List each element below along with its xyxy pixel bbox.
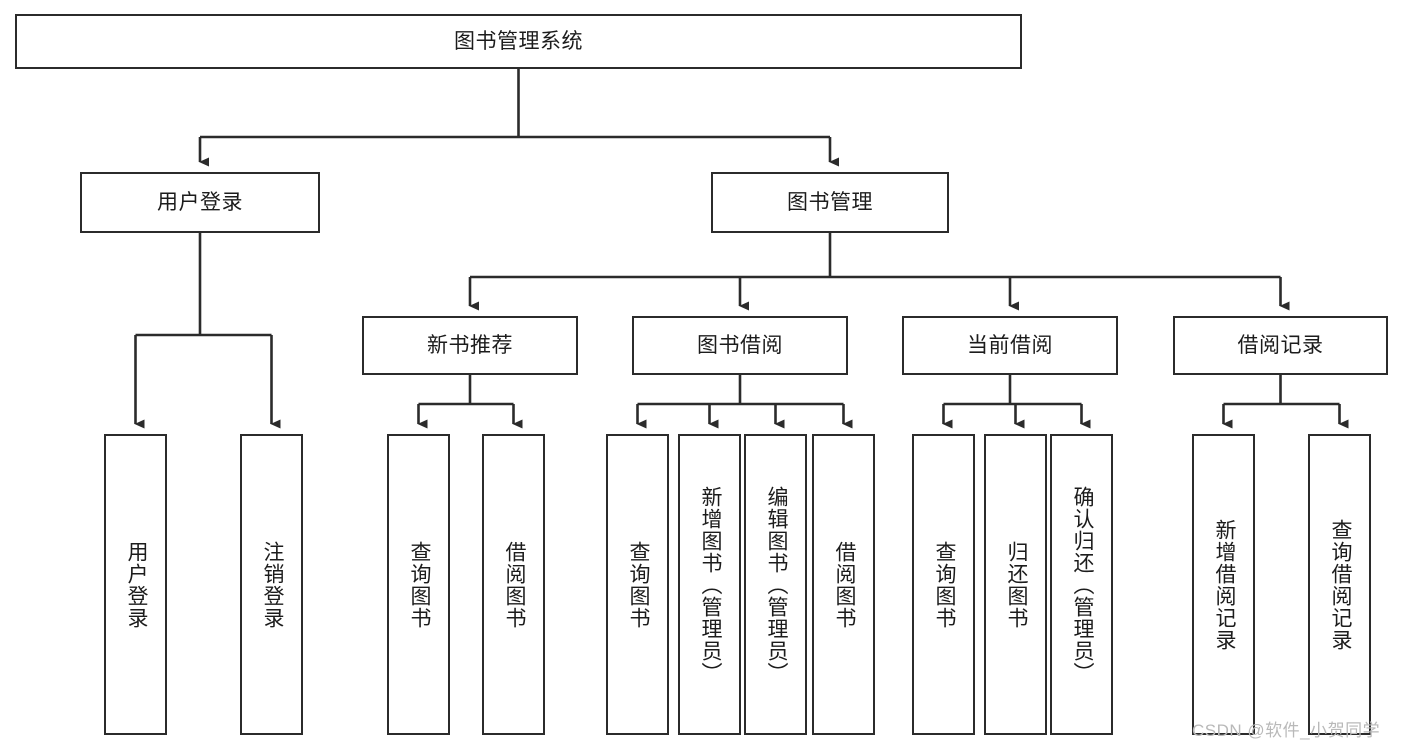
- leaf-query-book-2-label: 查询图书: [626, 540, 650, 629]
- node-current-borrow-label: 当前借阅: [967, 333, 1053, 357]
- leaf-add-book-admin-label: 新增图书（管理员）: [698, 485, 722, 684]
- leaf-query-record-label: 查询借阅记录: [1328, 518, 1352, 651]
- node-book-borrow-label: 图书借阅: [697, 333, 783, 357]
- leaf-logout-login-label: 注销登录: [260, 540, 284, 629]
- node-new-book-recommend-label: 新书推荐: [427, 333, 513, 357]
- leaf-borrow-book-2-label: 借阅图书: [832, 540, 856, 629]
- node-book-management[interactable]: 图书管理: [711, 172, 949, 233]
- leaf-edit-book-admin[interactable]: 编辑图书（管理员）: [744, 434, 807, 735]
- leaf-user-login-label: 用户登录: [124, 540, 148, 629]
- leaf-query-book-2[interactable]: 查询图书: [606, 434, 669, 735]
- leaf-confirm-return-label: 确认归还（管理员）: [1070, 485, 1094, 684]
- node-borrow-record[interactable]: 借阅记录: [1173, 316, 1388, 375]
- leaf-query-record[interactable]: 查询借阅记录: [1308, 434, 1371, 735]
- node-book-management-label: 图书管理: [787, 190, 873, 214]
- leaf-query-book-3-label: 查询图书: [932, 540, 956, 629]
- node-root[interactable]: 图书管理系统: [15, 14, 1022, 69]
- leaf-query-book-1[interactable]: 查询图书: [387, 434, 450, 735]
- leaf-return-book-label: 归还图书: [1004, 540, 1028, 629]
- node-book-borrow[interactable]: 图书借阅: [632, 316, 848, 375]
- node-new-book-recommend[interactable]: 新书推荐: [362, 316, 578, 375]
- leaf-edit-book-admin-label: 编辑图书（管理员）: [764, 485, 788, 684]
- leaf-borrow-book-1[interactable]: 借阅图书: [482, 434, 545, 735]
- leaf-borrow-book-1-label: 借阅图书: [502, 540, 526, 629]
- leaf-confirm-return[interactable]: 确认归还（管理员）: [1050, 434, 1113, 735]
- leaf-query-book-1-label: 查询图书: [407, 540, 431, 629]
- node-user-login[interactable]: 用户登录: [80, 172, 320, 233]
- leaf-add-record[interactable]: 新增借阅记录: [1192, 434, 1255, 735]
- leaf-return-book[interactable]: 归还图书: [984, 434, 1047, 735]
- node-current-borrow[interactable]: 当前借阅: [902, 316, 1118, 375]
- node-root-label: 图书管理系统: [454, 29, 583, 53]
- node-borrow-record-label: 借阅记录: [1237, 333, 1324, 357]
- node-user-login-label: 用户登录: [157, 190, 243, 214]
- leaf-query-book-3[interactable]: 查询图书: [912, 434, 975, 735]
- leaf-user-login[interactable]: 用户登录: [104, 434, 167, 735]
- leaf-add-book-admin[interactable]: 新增图书（管理员）: [678, 434, 741, 735]
- leaf-add-record-label: 新增借阅记录: [1212, 518, 1236, 651]
- leaf-borrow-book-2[interactable]: 借阅图书: [812, 434, 875, 735]
- leaf-logout-login[interactable]: 注销登录: [240, 434, 303, 735]
